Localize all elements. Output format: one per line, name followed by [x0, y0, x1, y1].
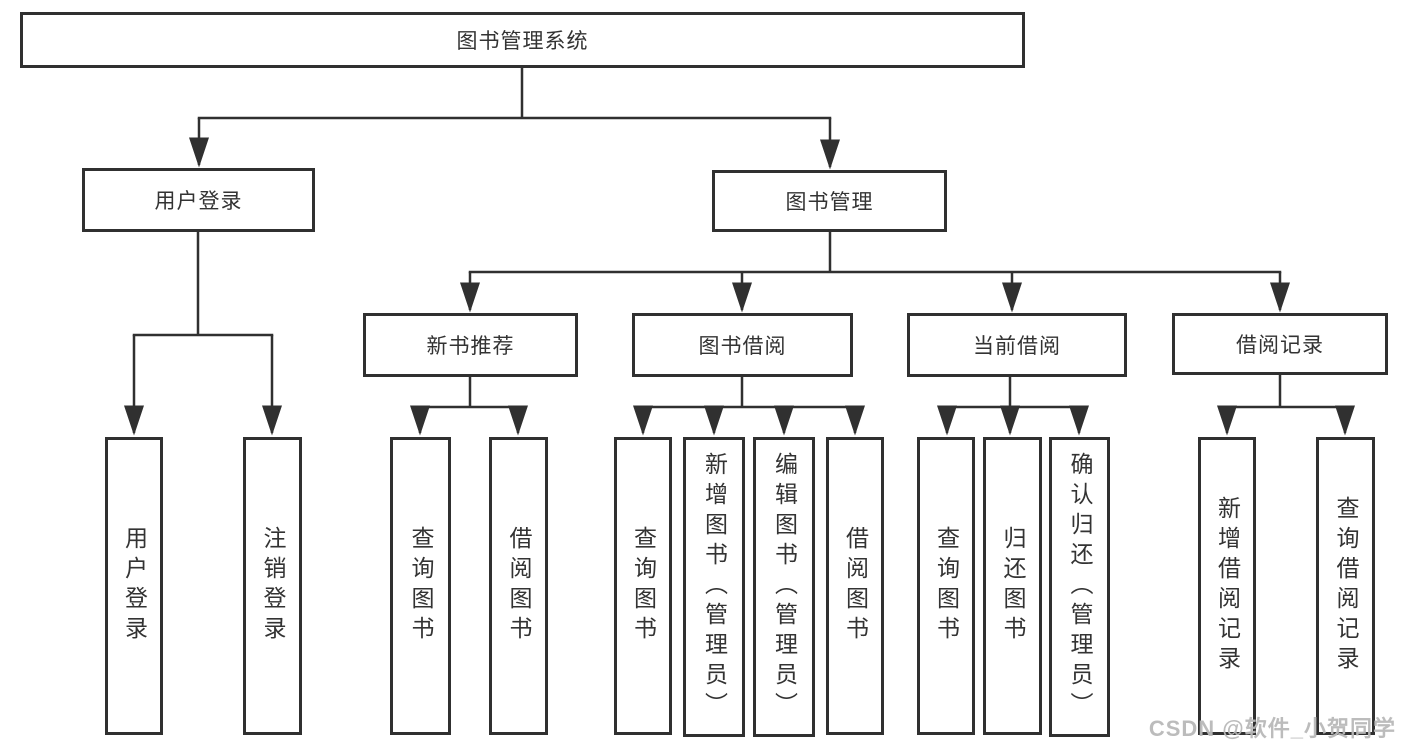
csdn-watermark: CSDN @软件_小贺同学	[1148, 716, 1396, 741]
leaf-confirm-return-admin: 确认归还（管理员）	[1049, 437, 1110, 737]
leaf-query-books-recommend: 查询图书	[390, 437, 451, 735]
node-book-management: 图书管理	[712, 170, 947, 232]
leaf-query-books-current: 查询图书	[917, 437, 975, 735]
leaf-return-books: 归还图书	[983, 437, 1042, 735]
node-book-borrowing: 图书借阅	[632, 313, 853, 377]
leaf-add-books-admin: 新增图书（管理员）	[683, 437, 745, 737]
leaf-borrow-books-recommend: 借阅图书	[489, 437, 548, 735]
leaf-edit-books-admin: 编辑图书（管理员）	[753, 437, 815, 737]
node-borrowing-records: 借阅记录	[1172, 313, 1388, 375]
leaf-query-borrow-record: 查询借阅记录	[1316, 437, 1375, 735]
node-library-system: 图书管理系统	[20, 12, 1025, 68]
node-current-borrowing: 当前借阅	[907, 313, 1127, 377]
leaf-logout: 注销登录	[243, 437, 302, 735]
node-new-book-recommend: 新书推荐	[363, 313, 578, 377]
node-user-login: 用户登录	[82, 168, 315, 232]
leaf-query-books-borrowing: 查询图书	[614, 437, 672, 735]
leaf-add-borrow-record: 新增借阅记录	[1198, 437, 1256, 735]
leaf-borrow-books-borrowing: 借阅图书	[826, 437, 884, 735]
leaf-user-login: 用户登录	[105, 437, 163, 735]
